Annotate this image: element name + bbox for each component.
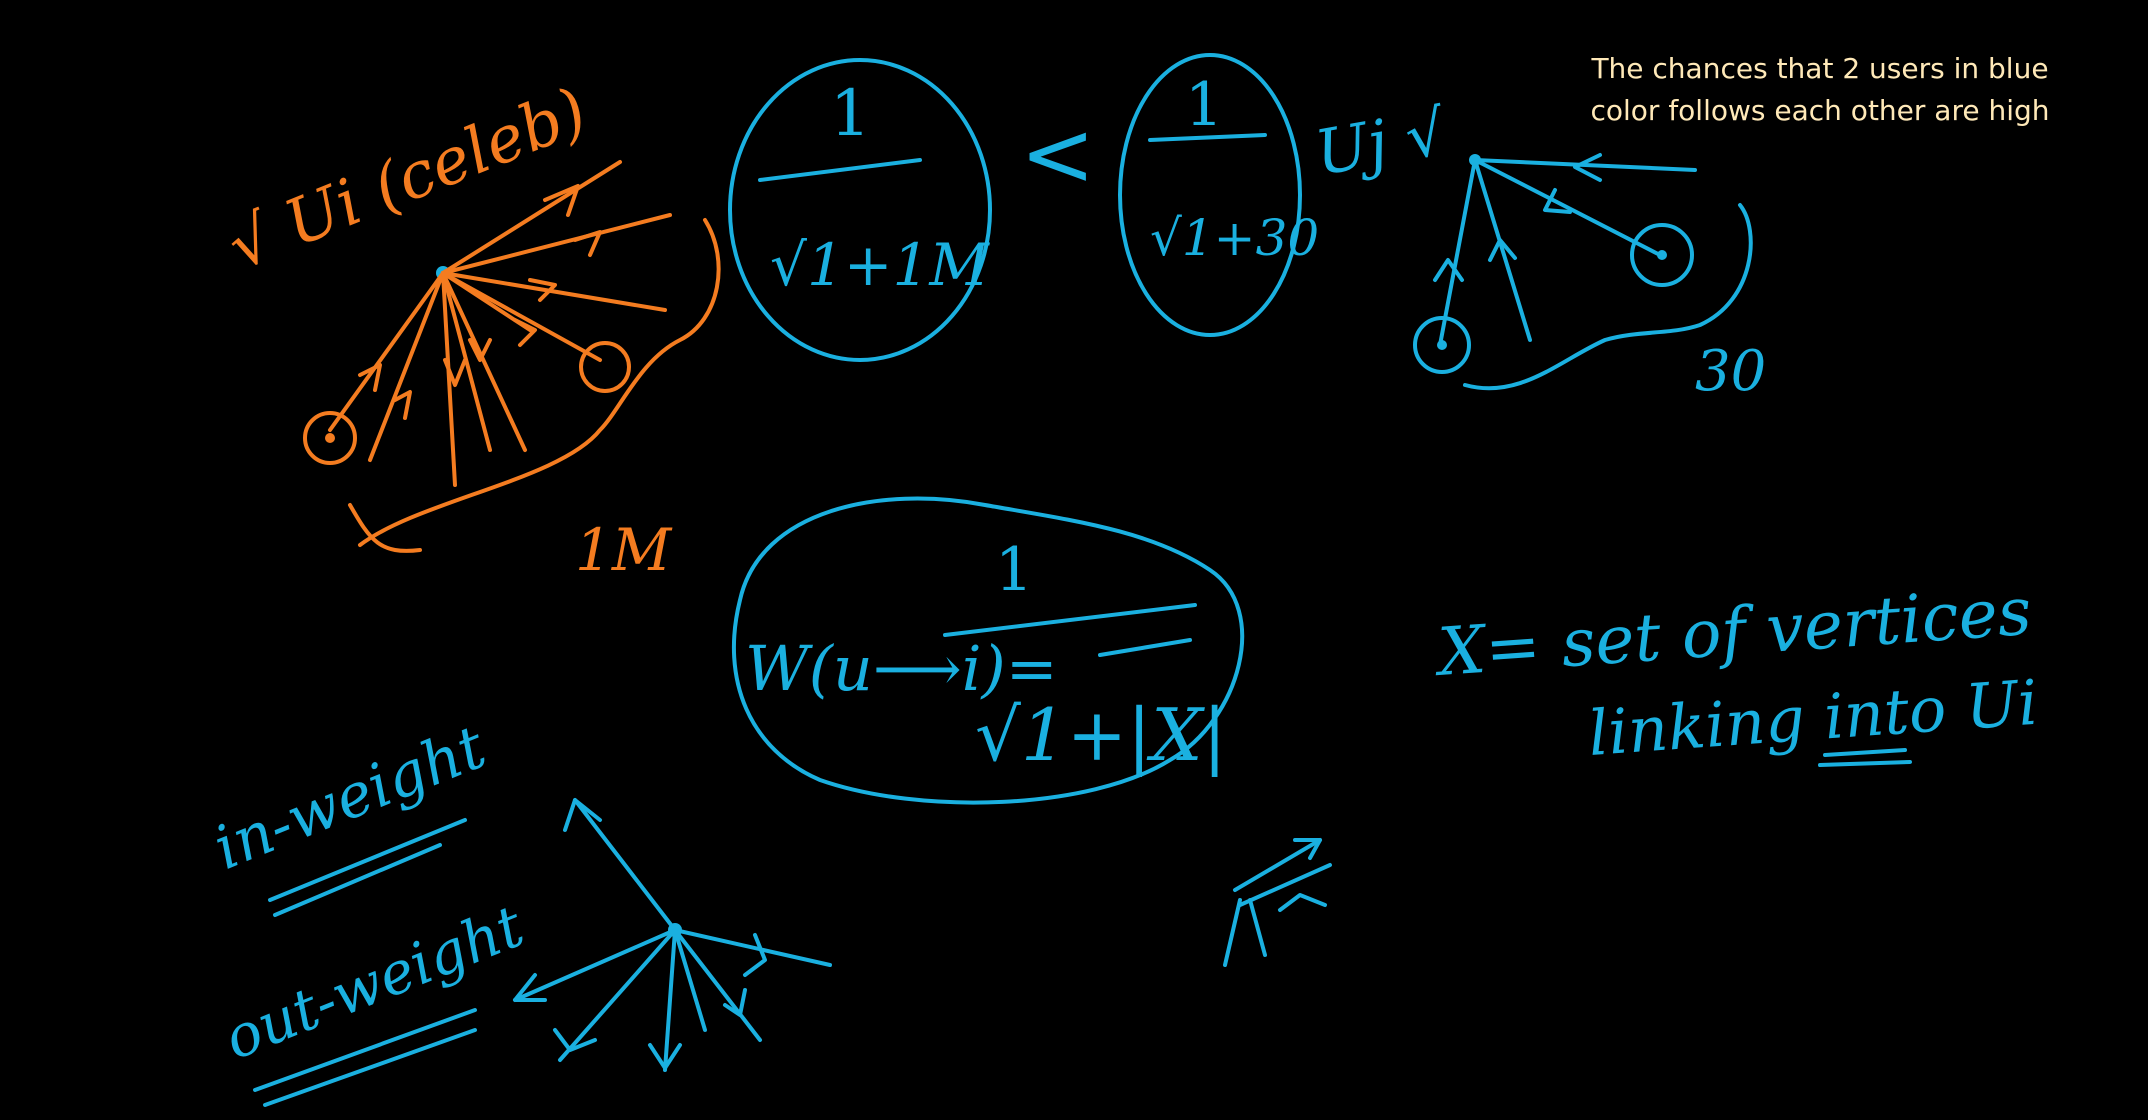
- fraction-comparison: 1 √1+1M < 1 √1+30: [728, 53, 1319, 362]
- out-weight-underline-1: [253, 1008, 477, 1092]
- arrowhead: [468, 338, 492, 362]
- edge-down-1: [328, 271, 445, 432]
- w-num: 1: [995, 535, 1033, 605]
- star-edge-dr2: [673, 928, 707, 1032]
- underline-1: [1823, 748, 1907, 757]
- arrowhead: [1573, 153, 1602, 182]
- in-weight-label: in-weight: [204, 712, 496, 884]
- star-edge-dl: [558, 928, 677, 1062]
- right-frac-bar: [1148, 133, 1267, 142]
- mini-edge-3: [1223, 898, 1242, 967]
- right-frac-num: 1: [1185, 70, 1223, 140]
- x-definition: X= set of vertices linking into Ui: [1431, 573, 2040, 770]
- star-edge-d-head: [648, 1043, 682, 1070]
- uj-edge-right: [1473, 158, 1697, 172]
- left-frac-den: √1+1M: [770, 231, 990, 299]
- star-edge-right: [673, 928, 832, 967]
- annotation-line-1: The chances that 2 users in blue: [1591, 52, 2049, 85]
- arrowhead: [393, 390, 412, 420]
- in-weight-underline-1: [268, 818, 467, 902]
- uj-edge-node: [1473, 158, 1662, 257]
- star-edge-dl-head: [553, 1028, 597, 1052]
- arrowhead: [358, 363, 382, 392]
- left-frac-bar: [758, 158, 922, 182]
- edge-down-3: [441, 271, 457, 487]
- celeb-graph: √ Ui (celeb): [218, 74, 721, 584]
- star-graph: [513, 798, 832, 1072]
- mini-edge-2: [1238, 863, 1332, 907]
- follower-dot-left: [325, 433, 335, 443]
- arrowhead: [1488, 238, 1517, 262]
- one-million-label: 1M: [575, 516, 673, 584]
- uj-graph: Uj √ 30: [1310, 95, 1766, 404]
- out-weight-underline-2: [263, 1028, 477, 1107]
- mini-edge-1: [1233, 838, 1322, 892]
- edge-in-5: [441, 271, 602, 362]
- underline-2: [1818, 760, 1912, 767]
- right-frac-den: √1+30: [1150, 209, 1319, 267]
- less-than-sign: <: [1020, 102, 1095, 207]
- uj-edge-left: [1438, 158, 1477, 347]
- right-fraction-circle: [1118, 53, 1302, 337]
- star-edge-up-head: [563, 798, 602, 832]
- uj-edge-down: [1473, 158, 1532, 342]
- weight-labels: in-weight out-weight: [204, 712, 533, 1107]
- star-edge-right-head: [743, 933, 767, 977]
- brace-1m: [358, 218, 721, 547]
- star-edge-dr-head: [723, 988, 747, 1017]
- edge-down-2: [368, 271, 445, 462]
- left-frac-num: 1: [830, 77, 871, 151]
- uj-follower-left: [1413, 316, 1471, 374]
- arrowhead: [528, 278, 557, 302]
- brace-1m-bottom: [348, 503, 422, 553]
- arrowhead: [573, 230, 602, 257]
- ui-celeb-label: √ Ui (celeb): [218, 74, 597, 285]
- x-def-line2: linking into Ui: [1586, 666, 2040, 770]
- brace-30: [1463, 203, 1753, 391]
- arrowhead: [1433, 258, 1464, 282]
- formula-blob: [731, 496, 1245, 805]
- uj-follower-right: [1630, 223, 1694, 287]
- thirty-label: 30: [1695, 339, 1766, 404]
- w-den: √1+|X|: [975, 693, 1227, 777]
- w-lhs: W(u⟶i)=: [745, 632, 1058, 705]
- star-edge-left: [513, 928, 677, 1002]
- left-fraction-circle: [728, 58, 992, 362]
- in-weight-underline-2: [273, 843, 442, 917]
- follower-circle-left: [303, 411, 357, 465]
- uj-follower-right-dot: [1657, 250, 1667, 260]
- edge-in-2: [441, 213, 672, 275]
- uj-follower-left-dot: [1437, 340, 1447, 350]
- follower-circle-right: [579, 341, 631, 393]
- star-edge-dr: [673, 928, 762, 1042]
- weight-formula: W(u⟶i)= 1 √1+|X|: [731, 496, 1245, 805]
- arrowhead: [543, 184, 580, 217]
- arrowhead: [443, 358, 467, 387]
- edge-down-5: [441, 271, 527, 452]
- mini-sketch: [1223, 838, 1332, 967]
- star-edge-d: [663, 928, 677, 1072]
- edge-in-1: [441, 160, 622, 275]
- w-bar-2: [1098, 638, 1192, 657]
- edge-in-3: [441, 271, 667, 312]
- arrowhead: [1543, 188, 1572, 214]
- annotation-line-2: color follows each other are high: [1590, 94, 2050, 127]
- mini-head-1: [1293, 838, 1322, 860]
- uj-label: Uj √: [1310, 95, 1452, 190]
- mini-edge-4: [1248, 898, 1267, 957]
- arrowhead: [513, 318, 537, 347]
- star-edge-up: [573, 798, 677, 932]
- annotation-note: The chances that 2 users in blue color f…: [1560, 48, 2080, 132]
- mini-head-2: [1278, 893, 1327, 912]
- w-bar: [943, 603, 1197, 637]
- star-edge-left-head: [513, 973, 547, 1002]
